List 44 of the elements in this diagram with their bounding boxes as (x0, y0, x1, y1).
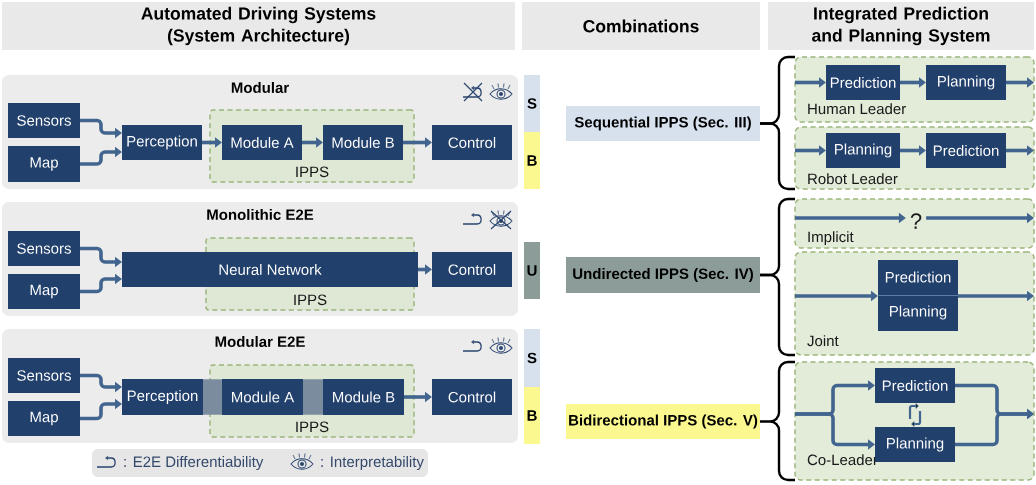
process-box: Sensors (8, 231, 80, 266)
process-box: Prediction (926, 133, 1006, 168)
curly-brace (760, 122, 795, 191)
letter-strip: S (524, 75, 540, 132)
process-box: Sensors (8, 358, 80, 393)
process-box: Prediction (875, 368, 955, 403)
legend-text: : E2E Differentiability (124, 456, 264, 470)
process-box: Planning (875, 427, 955, 462)
process-box: Planning (826, 133, 900, 168)
column-header: Integrated Prediction and Planning System (768, 2, 1034, 50)
process-box: Control (432, 125, 512, 160)
connector-block (203, 379, 222, 415)
process-box: Module B (323, 379, 404, 415)
connector-block (303, 379, 323, 415)
process-box: Perception (122, 125, 202, 160)
letter-strip: S (524, 329, 540, 387)
letter-strip: U (524, 242, 540, 299)
letter-strip: B (524, 132, 540, 189)
process-box: Map (8, 274, 80, 309)
process-box: Perception (122, 379, 203, 415)
arrow (80, 146, 122, 166)
process-box: Prediction (826, 65, 900, 100)
process-box: Map (8, 401, 80, 436)
process-box: Module A (222, 125, 302, 160)
curly-brace (760, 273, 795, 357)
question-mark: ? (910, 213, 922, 229)
column-header: Automated Driving Systems (System Architecture) (2, 2, 515, 50)
process-box: Neural Network (122, 252, 418, 287)
split-box: Prediction Planning (878, 260, 958, 331)
cycle-arrows (908, 403, 922, 427)
category-box: Sequential IPPS (Sec. III) (566, 106, 760, 141)
process-box: Control (432, 379, 512, 415)
letter-strip: B (524, 387, 540, 444)
arrow (955, 408, 1034, 447)
process-box: Module A (222, 379, 303, 415)
category-box: Undirected IPPS (Sec. IV) (566, 257, 760, 293)
process-box: Map (8, 146, 80, 182)
process-box: Sensors (8, 103, 80, 138)
process-box: Module B (323, 125, 403, 160)
category-box: Bidirectional IPPS (Sec. V) (566, 404, 760, 439)
process-box: Planning (926, 65, 1006, 100)
process-box: Control (432, 252, 512, 287)
legend-text: : Interpretability (321, 456, 424, 470)
column-header: Combinations (522, 2, 760, 50)
